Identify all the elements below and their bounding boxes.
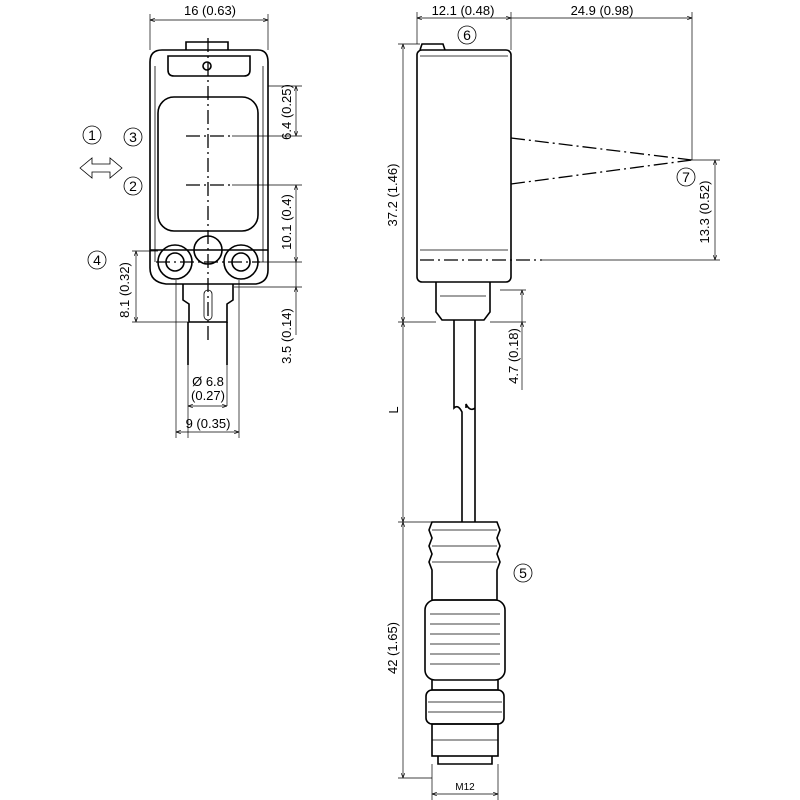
side-view [398, 12, 720, 800]
dim-side-depth: 12.1 (0.48) [432, 3, 495, 18]
dim-side-range: 24.9 (0.98) [571, 3, 634, 18]
callout-3: 3 [123, 127, 143, 147]
m12-connector [424, 521, 506, 765]
callout-4: 4 [87, 250, 107, 270]
dim-13-3: 13.3 (0.52) [697, 181, 712, 244]
dim-m12: M12 [455, 782, 475, 793]
dim-42: 42 (1.65) [385, 622, 400, 674]
callout-1: 1 [82, 125, 102, 145]
dim-6-4: 6.4 (0.25) [279, 84, 294, 140]
svg-text:6: 6 [463, 27, 471, 43]
side-cable-left [453, 320, 463, 522]
svg-text:7: 7 [682, 169, 690, 185]
front-view [132, 14, 302, 438]
callout-6: 6 [457, 25, 477, 45]
svg-text:3: 3 [129, 129, 137, 145]
callout-5: 5 [513, 563, 533, 583]
svg-text:5: 5 [519, 565, 527, 581]
dim-9: 9 (0.35) [186, 416, 231, 431]
front-top-recess [167, 55, 251, 77]
front-cable [187, 322, 228, 365]
dim-8-1: 8.1 (0.32) [117, 262, 132, 318]
side-housing [416, 49, 512, 283]
front-housing [149, 49, 269, 285]
dim-10-1: 10.1 (0.4) [279, 194, 294, 250]
svg-text:2: 2 [129, 178, 137, 194]
dim-L: L [386, 406, 401, 413]
dim-4-7: 4.7 (0.18) [506, 328, 521, 384]
side-cable-right [465, 320, 476, 522]
dim-diameter-inch: (0.27) [191, 388, 225, 403]
dim-3-5: 3.5 (0.14) [279, 308, 294, 364]
svg-text:4: 4 [93, 252, 101, 268]
front-led [202, 61, 212, 71]
double-arrow-icon [79, 157, 123, 179]
front-top-notch [185, 41, 229, 50]
side-cable-exit [435, 282, 491, 321]
callout-7: 7 [676, 167, 696, 187]
svg-text:1: 1 [88, 127, 96, 143]
dim-diameter: Ø 6.8 [192, 374, 224, 389]
dim-37-2: 37.2 (1.46) [385, 164, 400, 227]
dim-front-width: 16 (0.63) [184, 3, 236, 18]
callout-2: 2 [123, 176, 143, 196]
